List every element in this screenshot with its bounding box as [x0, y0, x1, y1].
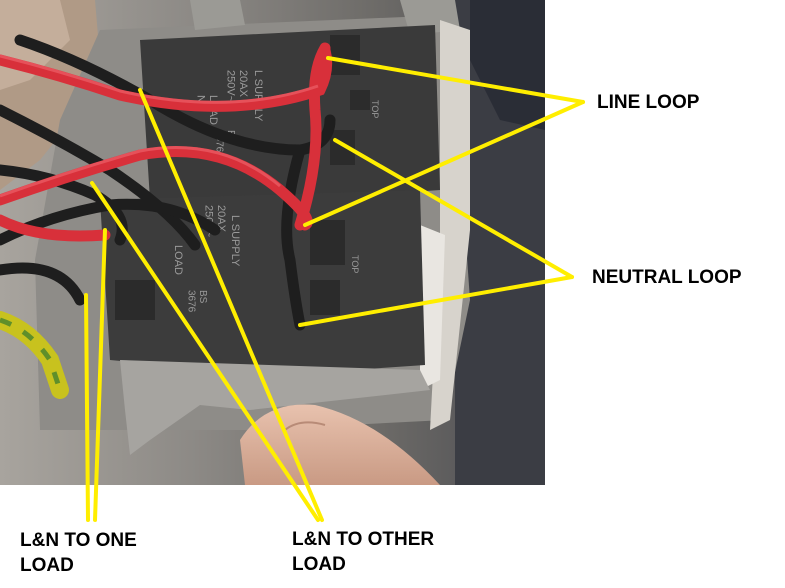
- marking-top-lower: TOP: [350, 255, 360, 273]
- marking-supply-lower: L SUPPLY: [229, 215, 241, 267]
- label-ln-other-load: L&N TO OTHER LOAD: [292, 529, 435, 575]
- label-line-loop: LINE LOOP: [597, 92, 700, 113]
- marking-load-lower: LOAD: [172, 245, 184, 275]
- label-neutral-loop: NEUTRAL LOOP: [592, 267, 742, 288]
- marking-supply-upper: L SUPPLY: [252, 70, 264, 122]
- marking-top-upper: TOP: [370, 100, 380, 118]
- photo-switch-wiring: TOP L SUPPLY 20AX250V~ LOADN BS3676 TOP …: [0, 0, 545, 485]
- label-ln-one-load: L&N TO ONE LOAD: [20, 530, 137, 576]
